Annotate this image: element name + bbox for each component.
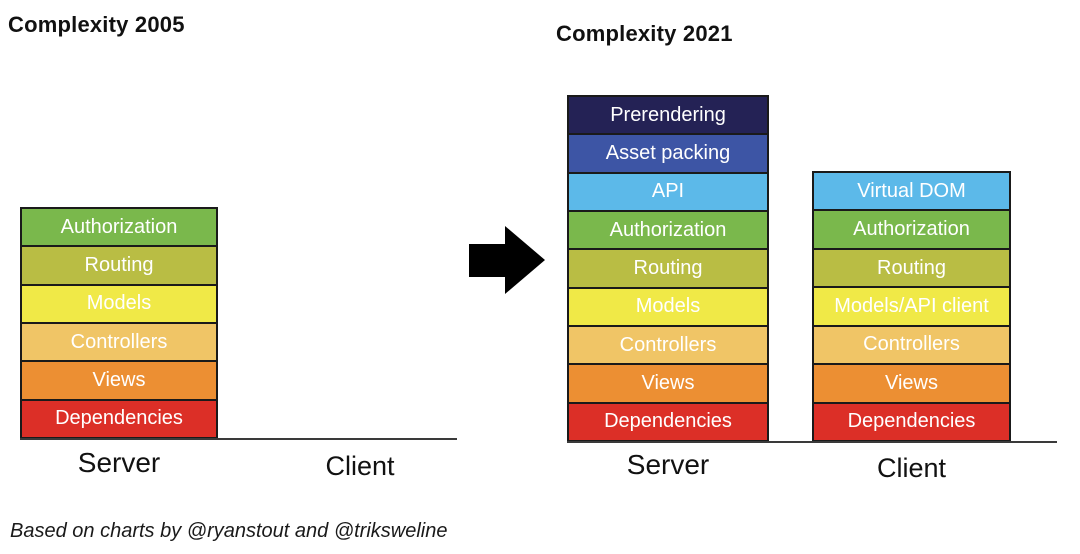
chart-title-2005: Complexity 2005 xyxy=(8,12,185,37)
segment-label: API xyxy=(651,180,685,203)
segment-label: Dependencies xyxy=(55,407,183,430)
bar-segment-dependencies: Dependencies xyxy=(569,401,767,440)
bar-segment-controllers: Controllers xyxy=(814,324,1009,364)
bar-segment-authorization: Authorization xyxy=(569,209,767,249)
segment-label: Controllers xyxy=(619,333,717,356)
bar-segment-routing: Routing xyxy=(22,245,216,284)
segment-label: Authorization xyxy=(60,215,178,238)
segment-label: Routing xyxy=(633,256,703,279)
bar-segment-models: Models xyxy=(569,286,767,325)
bar-segment-views: Views xyxy=(814,363,1009,402)
bar-segment-controllers: Controllers xyxy=(22,321,216,361)
axis-label-2005-client: Client xyxy=(325,451,395,481)
chart-title-2021: Complexity 2021 xyxy=(556,21,733,46)
segment-label: Routing xyxy=(84,253,154,276)
bar-segment-dependencies: Dependencies xyxy=(814,401,1009,440)
right-arrow-icon xyxy=(469,226,545,294)
bar-segment-prerendering: Prerendering xyxy=(569,97,767,134)
bar-segment-authorization: Authorization xyxy=(22,209,216,246)
segment-label: Views xyxy=(92,368,146,391)
bar-segment-routing: Routing xyxy=(814,247,1009,287)
segment-label: Asset packing xyxy=(605,141,731,164)
segment-label: Views xyxy=(641,371,695,394)
segment-label: Virtual DOM xyxy=(857,179,966,202)
segment-label: Controllers xyxy=(70,330,168,353)
segment-label: Authorization xyxy=(853,218,970,241)
bar-segment-api: API xyxy=(569,171,767,210)
bar-segment-authorization: Authorization xyxy=(814,209,1009,248)
bar-segment-views: Views xyxy=(22,360,216,399)
segment-label: Authorization xyxy=(609,218,727,241)
segment-label: Models xyxy=(635,295,701,318)
segment-label: Dependencies xyxy=(604,410,732,433)
segment-label: Routing xyxy=(877,256,946,279)
bar-segment-asset-packing: Asset packing xyxy=(569,133,767,172)
segment-label: Models/API client xyxy=(834,294,989,317)
segment-label: Prerendering xyxy=(610,103,726,126)
axis-label-2021-client: Client xyxy=(876,453,947,483)
axis-label-2021-server: Server xyxy=(626,449,710,480)
bar-segment-virtual-dom: Virtual DOM xyxy=(814,173,1009,210)
segment-label: Models xyxy=(86,292,152,315)
segment-label: Controllers xyxy=(863,333,960,356)
credit-caption: Based on charts by @ryanstout and @triks… xyxy=(10,520,448,542)
x-axis-2005 xyxy=(20,438,457,440)
bar-segment-dependencies: Dependencies xyxy=(22,398,216,437)
bar-segment-models: Models xyxy=(22,283,216,322)
bar-segment-views: Views xyxy=(569,363,767,402)
axis-label-2005-server: Server xyxy=(77,447,161,478)
bar-segment-routing: Routing xyxy=(569,248,767,287)
segment-label: Views xyxy=(885,371,938,394)
x-axis-2021 xyxy=(567,441,1057,443)
bar-segment-controllers: Controllers xyxy=(569,324,767,364)
segment-label: Dependencies xyxy=(847,410,976,433)
bar-segment-models-api-client: Models/API client xyxy=(814,286,1009,325)
